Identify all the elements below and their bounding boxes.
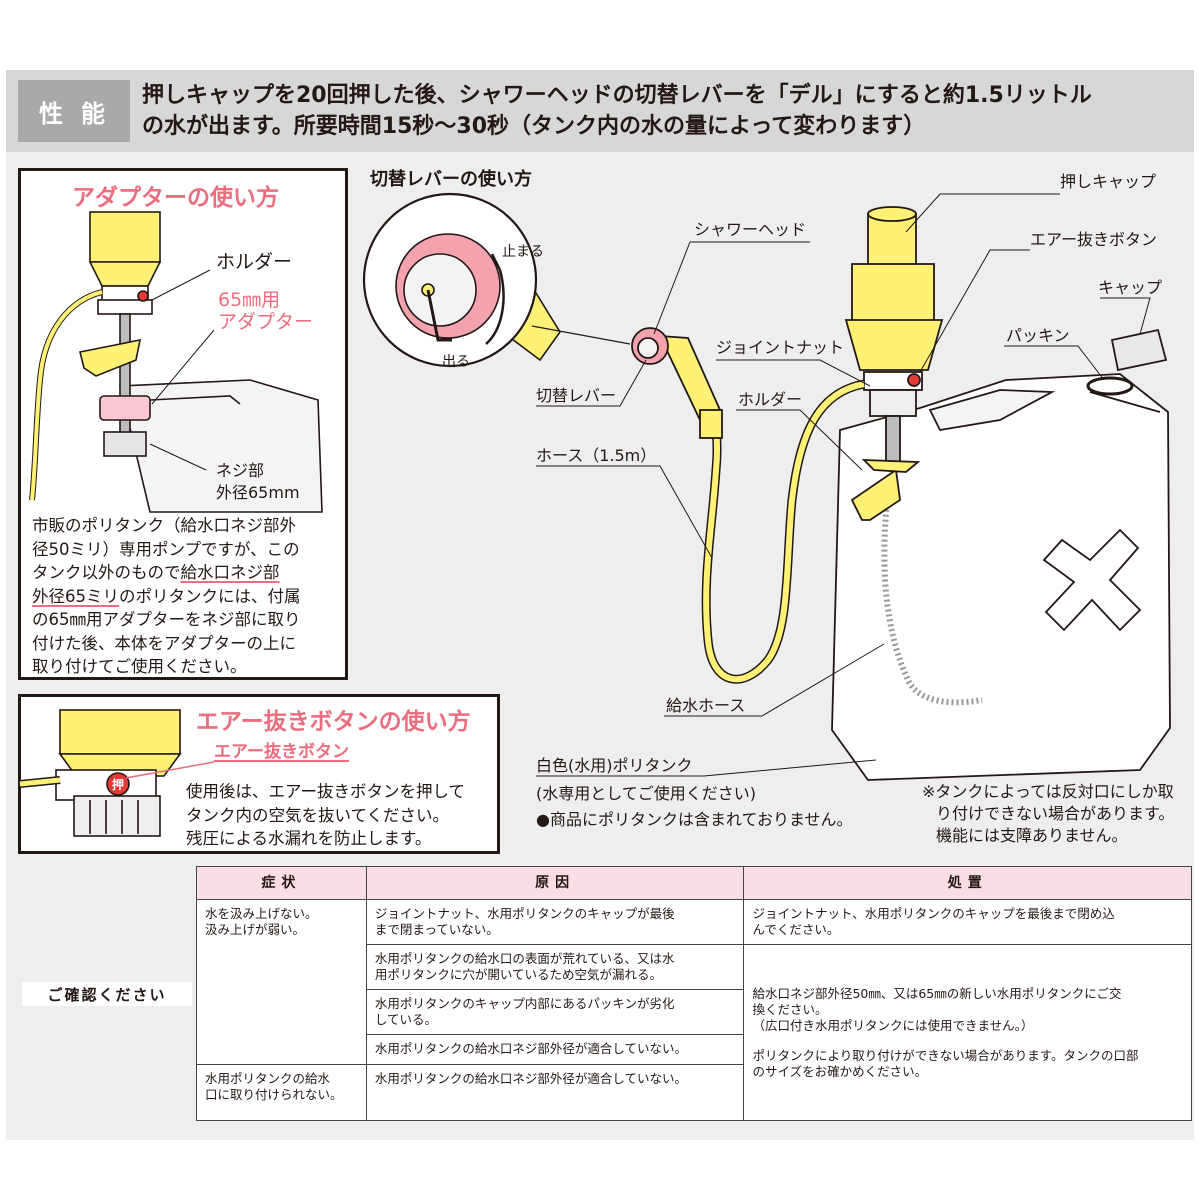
adapter-body-line-6: 付けた後、本体をアダプターの上に (32, 633, 296, 653)
adapter-label-line-2: アダプター (218, 311, 314, 333)
shower-head-label: シャワーヘッド (694, 220, 807, 239)
adapter-body-line-2: 径50ミリ）専用ポンプですが、この (32, 539, 300, 559)
push-cap-callout (905, 193, 1060, 233)
push-mark: 押 (112, 777, 124, 792)
tank-note-line-3: 機能には支障ありません。 (936, 826, 1128, 845)
adapter-usage-title: アダプターの使い方 (72, 185, 279, 211)
pump-drawing (844, 206, 1168, 521)
shower-head-drawing (631, 327, 723, 439)
troubleshooting-table: 症状 原因 処置 水を汲み上げない。 汲み上げが弱い。 ジョイントナット、水用ポ… (196, 866, 1192, 1121)
lever-usage-title: 切替レバーの使い方 (370, 169, 532, 190)
shower-head-callout (653, 241, 810, 335)
performance-bar (6, 70, 1194, 152)
tank-note-line-2: り付けできない場合があります。 (936, 804, 1175, 823)
cause-cell-5: 水用ポリタンクの給水口ネジ部外径が適合していない。 (365, 1064, 745, 1121)
header-remedy: 処置 (743, 866, 1192, 900)
holder-label: ホルダー (738, 390, 803, 409)
switch-lever-callout (536, 359, 647, 407)
adapter-body-line-4: 外径65ミリのポリタンクには、付属 (32, 586, 301, 606)
packing-callout (1004, 345, 1105, 381)
push-cap-label: 押しキャップ (1060, 172, 1157, 191)
table-header-row: 症状 原因 処置 (196, 866, 1192, 900)
adapter-body-line-7: 取り付けてご使用ください。 (32, 657, 247, 676)
packing-label: パッキン (1006, 326, 1070, 345)
switch-lever-label: 切替レバー (536, 386, 617, 405)
holder-callout-left (151, 269, 211, 301)
supply-hose-callout (664, 643, 885, 717)
performance-line-2: の水が出ます。所要時間15秒〜30秒（タンク内の水の量によって変わります） (142, 114, 926, 139)
lever-detail-drawing (362, 192, 561, 368)
adapter-body-line-5: の65㎜用アダプターをネジ部に取り (32, 610, 301, 629)
tank-label-line-3: ●商品にポリタンクは含まれておりません。 (536, 810, 853, 829)
tank-callout (536, 759, 877, 777)
air-button-callout (919, 249, 1030, 373)
holder-callout (736, 409, 863, 471)
joint-nut-callout (716, 359, 871, 387)
adapter-body-text: 市販のポリタンク（給水口ネジ部外 径50ミリ）専用ポンプですが、この タンク以外… (32, 514, 342, 679)
callout-lines (536, 193, 1151, 777)
header-cause: 原因 (365, 866, 745, 900)
thread-callout (149, 443, 207, 471)
tank-drawing (831, 373, 1171, 781)
table-row: 水用ポリタンクの給水口の表面が荒れている、又は水 用ポリタンクに穴が開いているた… (197, 944, 1192, 1121)
air-button-label-main: エアー抜きボタン (1030, 230, 1158, 249)
cause-cell-2: 水用ポリタンクの給水口の表面が荒れている、又は水 用ポリタンクに穴が開いているた… (365, 944, 745, 990)
lever-zoom-line (531, 325, 631, 345)
performance-text: 押しキャップを20回押した後、シャワーヘッドの切替レバーを「デル」にすると約1.… (142, 80, 1182, 142)
performance-line-1: 押しキャップを20回押した後、シャワーヘッドの切替レバーを「デル」にすると約1.… (142, 83, 1092, 108)
air-button-callout-left (125, 761, 215, 779)
tank-label-line-2: (水専用としてご使用ください) (536, 784, 757, 803)
cap-callout (1100, 297, 1151, 335)
symptom-cell-1: 水を汲み上げない。 汲み上げが弱い。 (196, 899, 367, 1065)
tank-label-line-1: 白色(水用)ポリタンク (536, 756, 693, 775)
cause-cell-1: ジョイントナット、水用ポリタンクのキャップが最後 まで閉まっていない。 (365, 899, 745, 945)
cause-cell-4: 水用ポリタンクの給水口ネジ部外径が適合していない。 (365, 1034, 745, 1065)
air-button-body-text: 使用後は、エアー抜きボタンを押して タンク内の空気を抜いてください。 残圧による… (186, 780, 496, 851)
lever-stop-label: 止まる (502, 244, 544, 260)
air-button-label: エアー抜きボタン (214, 742, 349, 762)
header-symptom: 症状 (196, 866, 367, 900)
adapter-body-underline-2: 外径65ミリ (32, 586, 119, 606)
table-row: 水を汲み上げない。 汲み上げが弱い。 ジョイントナット、水用ポリタンクのキャップ… (196, 899, 1192, 1065)
thread-label-line-2: 外径65mm (216, 483, 300, 502)
adapter-body-line-1: 市販のポリタンク（給水口ネジ部外 (32, 516, 296, 535)
cap-label: キャップ (1098, 278, 1163, 297)
tank-note-line-1: ※タンクによっては反対口にしか取 (922, 782, 1174, 801)
remedy-cell-2: 給水口ネジ部外径50㎜、又は65㎜の新しい水用ポリタンクにご交 換ください。 （… (743, 944, 1192, 1121)
supply-hose-label: 給水ホース (666, 696, 746, 715)
joint-nut-label: ジョイントナット (716, 338, 845, 357)
symptom-cell-2: 水用ポリタンクの給水 口に取り付けられない。 (196, 1064, 367, 1121)
remedy-cell-1: ジョイントナット、水用ポリタンクのキャップを最後まで閉め込 んでください。 (743, 899, 1192, 945)
air-button-body-line-1: 使用後は、エアー抜きボタンを押して (186, 782, 466, 801)
lever-out-label: 出る (442, 354, 470, 370)
holder-label-left: ホルダー (216, 251, 293, 273)
performance-label: 性能 (18, 80, 130, 142)
hose-callout (536, 465, 713, 559)
cause-cell-3: 水用ポリタンクのキャップ内部にあるパッキンが劣化 している。 (365, 989, 745, 1035)
adapter-body-underline-1: 給水口ネジ部 (180, 563, 280, 582)
table-row: 水用ポリタンクの給水 口に取り付けられない。 水用ポリタンクの給水口ネジ部外径が… (196, 1064, 1192, 1121)
confirm-label: ご確認ください (22, 982, 192, 1006)
hose-fill (697, 378, 865, 683)
adapter-label-line-1: 65㎜用 (218, 289, 281, 311)
air-button-body-line-3: 残圧による水漏れを防止します。 (186, 829, 432, 848)
adapter-body-line-3: タンク以外のもので給水口ネジ部 (32, 563, 280, 582)
adapter-drawing (29, 211, 323, 513)
hose-label: ホース（1.5m） (536, 446, 657, 465)
adapter-callout (151, 329, 215, 405)
air-button-usage-title: エアー抜きボタンの使い方 (196, 709, 471, 735)
air-button-body-line-2: タンク内の空気を抜いてください。 (186, 805, 450, 825)
thread-label-line-1: ネジ部 (216, 461, 265, 480)
